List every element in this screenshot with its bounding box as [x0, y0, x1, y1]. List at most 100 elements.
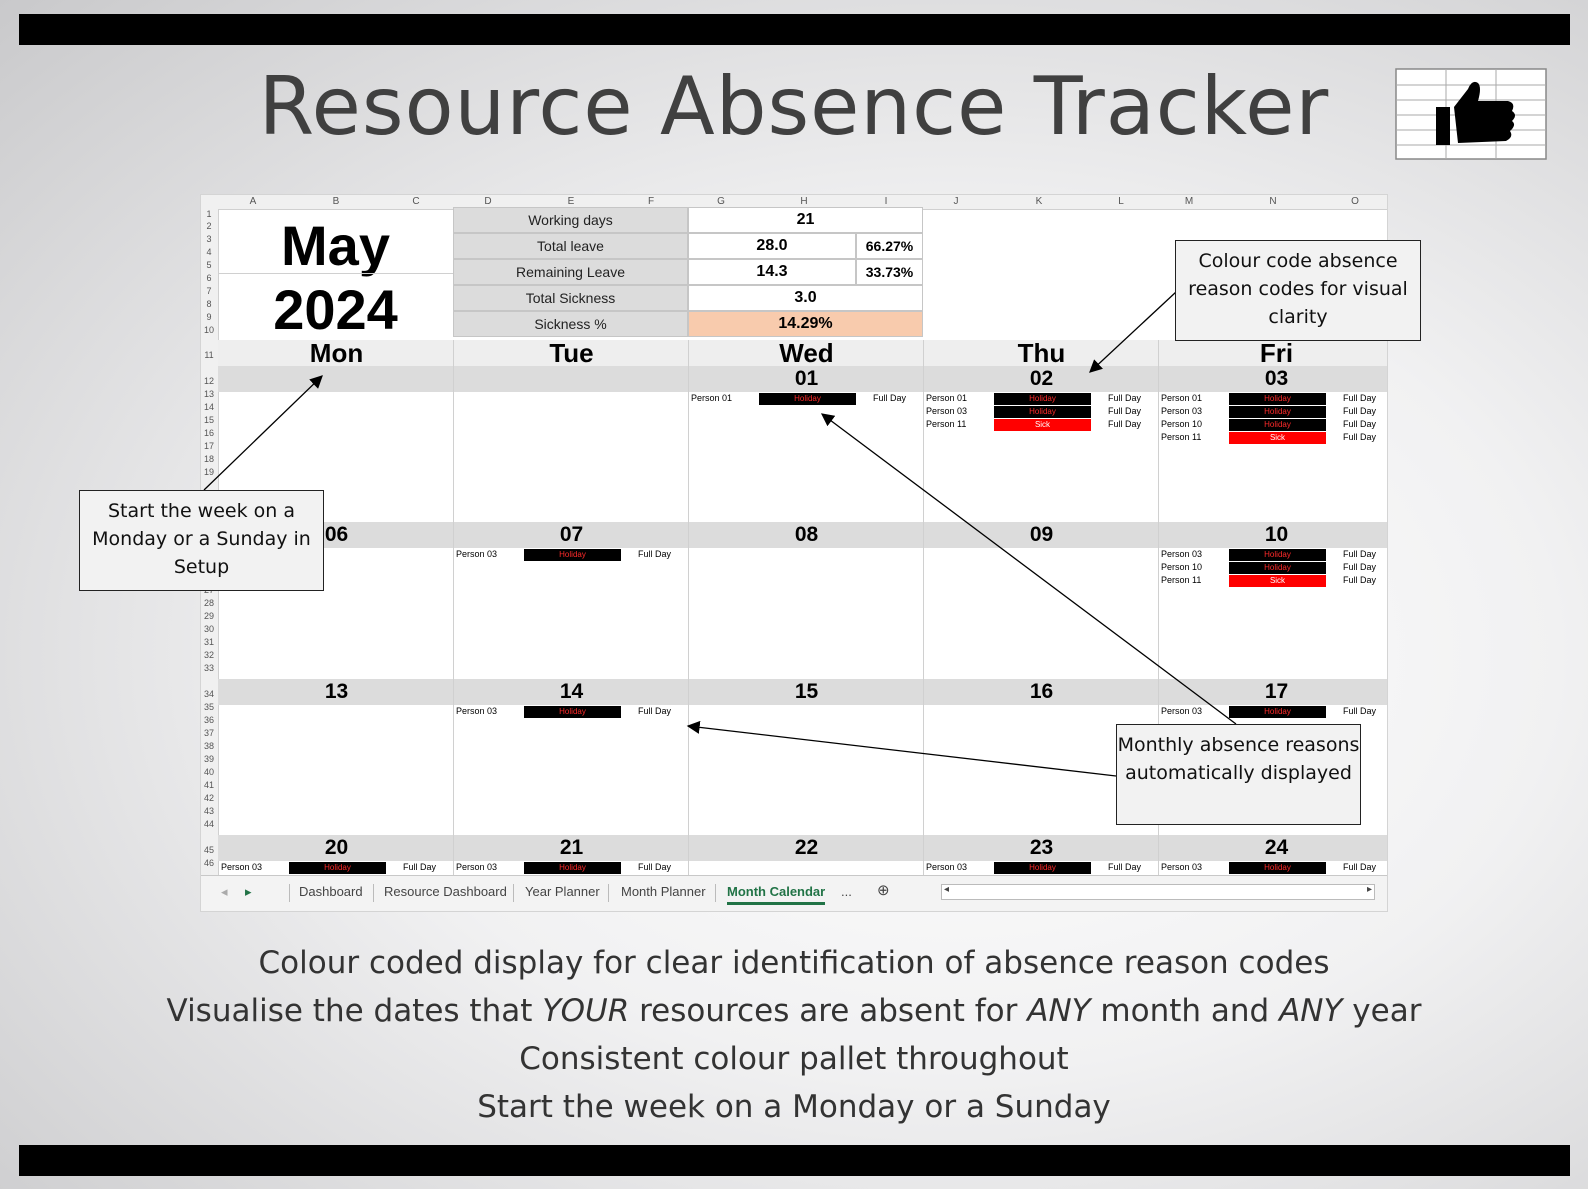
date-number[interactable]: 22 — [794, 836, 819, 859]
column-header[interactable]: F — [647, 196, 655, 207]
row-header[interactable]: 41 — [203, 780, 214, 790]
row-header[interactable]: 6 — [206, 273, 212, 283]
date-number[interactable]: 10 — [1264, 523, 1289, 546]
tab-month-calendar[interactable]: Month Calendar — [727, 884, 826, 905]
column-header[interactable]: E — [567, 196, 575, 207]
date-number[interactable]: 21 — [559, 836, 584, 859]
row-header[interactable]: 13 — [203, 389, 214, 399]
column-header[interactable]: O — [1351, 196, 1359, 207]
scroll-left-arrow-icon[interactable]: ◂ — [944, 884, 950, 895]
date-number[interactable]: 02 — [1029, 367, 1054, 390]
row-header[interactable]: 3 — [206, 234, 212, 244]
tab-more[interactable]: ... — [841, 884, 852, 899]
date-number[interactable]: 03 — [1264, 367, 1289, 390]
row-header[interactable]: 29 — [203, 611, 214, 621]
date-number[interactable]: 16 — [1029, 680, 1054, 703]
row-header[interactable]: 10 — [203, 325, 214, 335]
column-header[interactable]: G — [717, 196, 725, 207]
date-number[interactable]: 07 — [559, 523, 584, 546]
row-header[interactable]: 42 — [203, 793, 214, 803]
row-header[interactable]: 9 — [206, 312, 212, 322]
total-leave-value[interactable]: 28.0 — [688, 233, 856, 259]
date-number[interactable]: 13 — [324, 680, 349, 703]
row-header[interactable]: 15 — [203, 415, 214, 425]
sickness-percent-value[interactable]: 14.29% — [688, 311, 923, 337]
row-header[interactable]: 12 — [203, 376, 214, 386]
row-header[interactable]: 28 — [203, 598, 214, 608]
row-header[interactable]: 44 — [203, 819, 214, 829]
row-header[interactable]: 4 — [206, 247, 212, 257]
total-leave-percent[interactable]: 66.27% — [856, 233, 923, 259]
row-header[interactable]: 46 — [203, 858, 214, 868]
date-number[interactable]: 08 — [794, 523, 819, 546]
column-header[interactable]: N — [1269, 196, 1277, 207]
row-header[interactable]: 43 — [203, 806, 214, 816]
row-header[interactable]: 36 — [203, 715, 214, 725]
date-number[interactable]: 17 — [1264, 680, 1289, 703]
row-header[interactable]: 32 — [203, 650, 214, 660]
row-header[interactable]: 17 — [203, 441, 214, 451]
column-header[interactable]: M — [1184, 196, 1194, 207]
date-number[interactable]: 24 — [1264, 836, 1289, 859]
tab-year-planner[interactable]: Year Planner — [525, 884, 600, 899]
row-header[interactable]: 8 — [206, 299, 212, 309]
total-sickness-value[interactable]: 3.0 — [688, 285, 923, 311]
row-header[interactable]: 19 — [203, 467, 214, 477]
row-header[interactable]: 5 — [206, 260, 212, 270]
column-header[interactable]: C — [412, 196, 420, 207]
row-header[interactable]: 40 — [203, 767, 214, 777]
tab-month-planner[interactable]: Month Planner — [621, 884, 706, 899]
horizontal-scrollbar[interactable]: ◂ ▸ — [941, 884, 1375, 900]
date-number[interactable]: 14 — [559, 680, 584, 703]
row-header[interactable]: 7 — [206, 286, 212, 296]
column-header[interactable]: L — [1118, 196, 1124, 207]
row-header[interactable]: 31 — [203, 637, 214, 647]
row-header[interactable]: 2 — [206, 221, 212, 231]
tab-scroll-right-icon[interactable]: ▸ — [245, 884, 252, 899]
date-number[interactable]: 20 — [324, 836, 349, 859]
date-number[interactable]: 15 — [794, 680, 819, 703]
tab-scroll-left-icon[interactable]: ◂ — [221, 884, 228, 899]
column-header[interactable]: H — [800, 196, 808, 207]
row-header[interactable]: 16 — [203, 428, 214, 438]
column-header[interactable]: K — [1035, 196, 1043, 207]
working-days-value[interactable]: 21 — [688, 207, 923, 233]
column-header[interactable]: J — [953, 196, 959, 207]
add-sheet-icon[interactable]: ⊕ — [877, 882, 890, 899]
date-number[interactable]: 06 — [324, 523, 349, 546]
tab-dashboard[interactable]: Dashboard — [299, 884, 363, 899]
column-header[interactable]: A — [249, 196, 257, 207]
row-header[interactable]: 34 — [203, 689, 214, 699]
row-header[interactable]: 1 — [206, 209, 212, 219]
tab-resource-dashboard[interactable]: Resource Dashboard — [384, 884, 507, 899]
column-header[interactable]: D — [484, 196, 492, 207]
row-header[interactable]: 39 — [203, 754, 214, 764]
row-header[interactable]: 45 — [203, 845, 214, 855]
row-header[interactable]: 35 — [203, 702, 214, 712]
row-header[interactable]: 30 — [203, 624, 214, 634]
row-header[interactable]: 18 — [203, 454, 214, 464]
remaining-leave-percent[interactable]: 33.73% — [856, 259, 923, 285]
row-header[interactable]: 11 — [204, 350, 214, 360]
row-header[interactable]: 38 — [203, 741, 214, 751]
column-header[interactable]: B — [332, 196, 340, 207]
date-number[interactable]: 23 — [1029, 836, 1054, 859]
row-header[interactable]: 33 — [203, 663, 214, 673]
row-header[interactable]: 37 — [203, 728, 214, 738]
row-header[interactable]: 14 — [203, 402, 214, 412]
